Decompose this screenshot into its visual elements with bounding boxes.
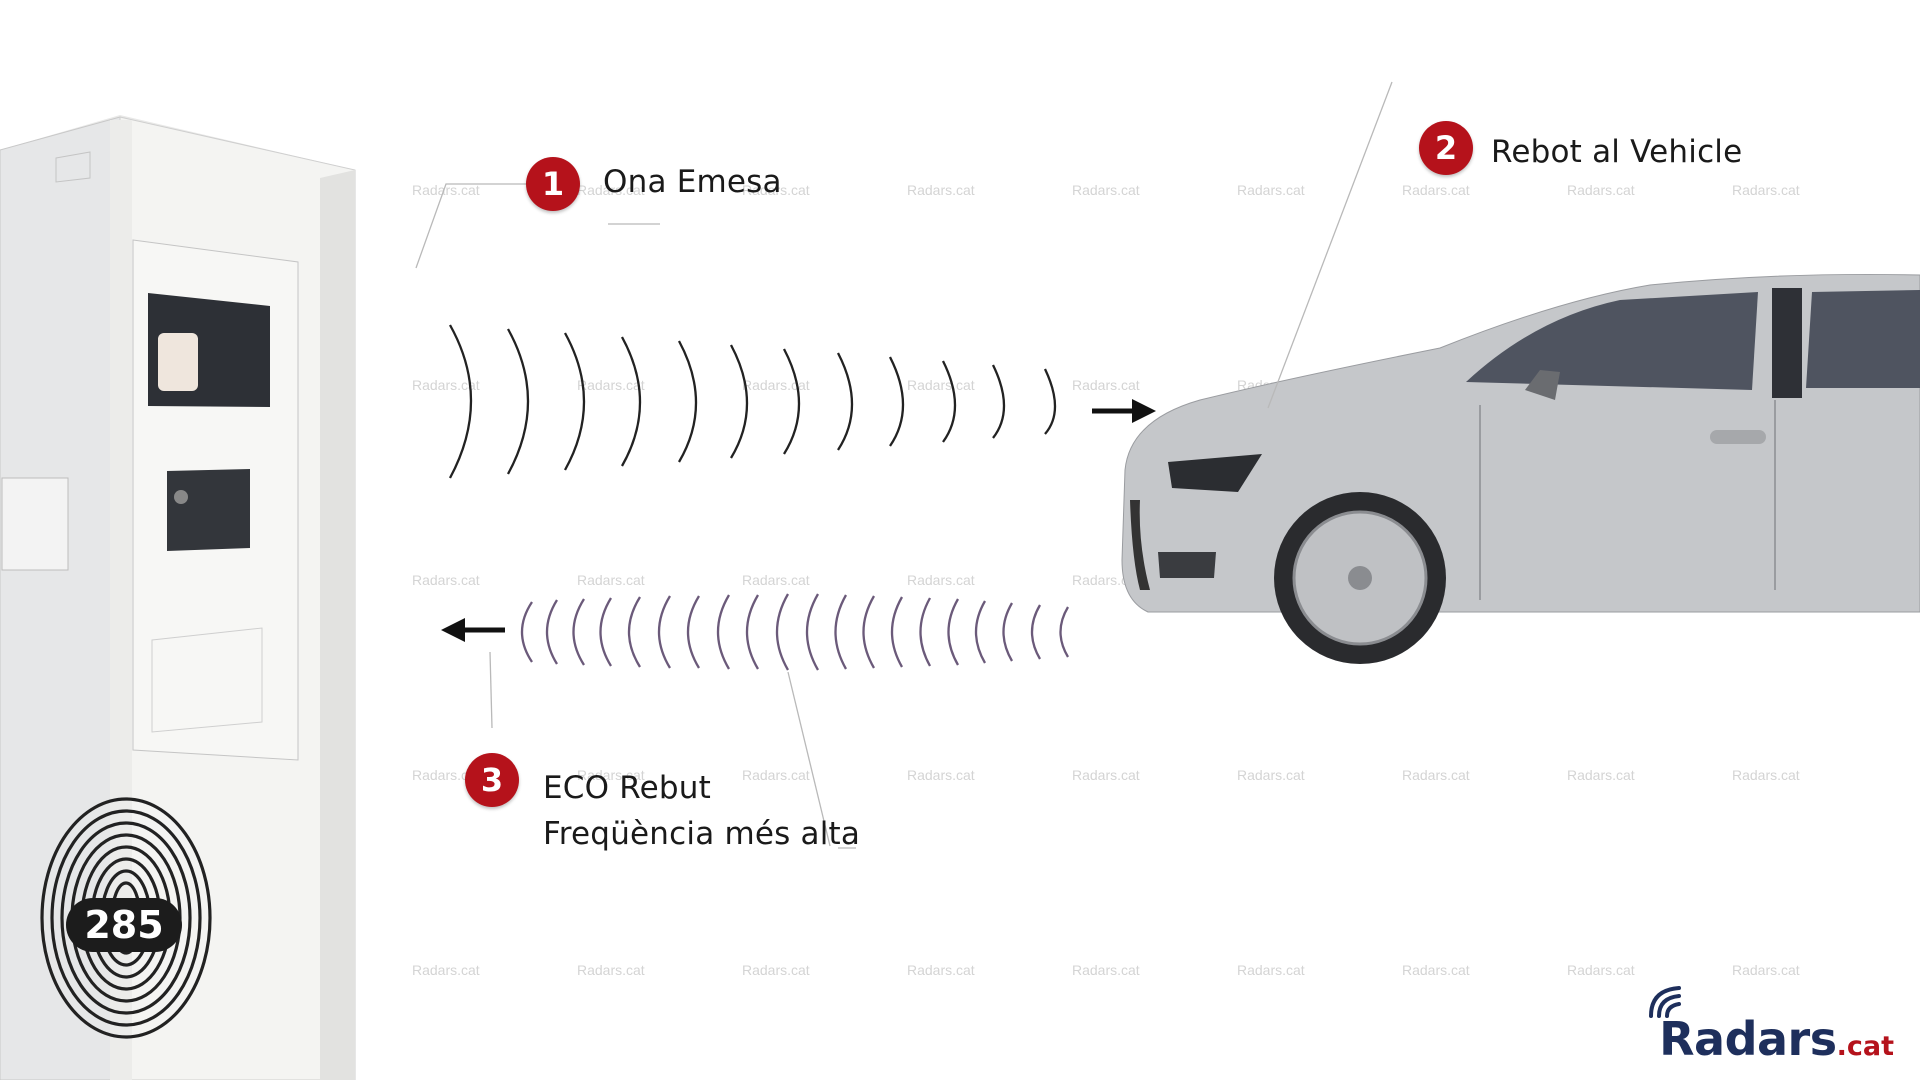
leader-lines <box>415 81 1393 849</box>
step-1-title: Ona Emesa <box>603 164 782 200</box>
emitted-wave-arc <box>506 328 530 475</box>
step-3-title: ECO Rebut <box>543 770 711 806</box>
emitted-wave-arc <box>563 332 586 471</box>
watermark-text: Radars.cat <box>742 182 810 198</box>
watermark-text: Radars.cat <box>412 377 480 393</box>
watermark-text: Radars.cat <box>412 767 480 783</box>
echo-wave-arc <box>599 597 612 667</box>
watermark-text: Radars.cat <box>907 767 975 783</box>
watermark-text: Radars.cat <box>907 377 975 393</box>
watermark-text: Radars.cat <box>577 767 645 783</box>
echo-wave-arc <box>545 599 558 665</box>
watermark-text: Radars.cat <box>742 572 810 588</box>
echo-wave-arc <box>1030 604 1041 660</box>
watermark-text: Radars.cat <box>1237 182 1305 198</box>
step-1-badge: 1 <box>526 157 580 211</box>
echo-wave <box>520 593 1069 671</box>
echo-wave-arc <box>974 600 986 664</box>
watermark-text: Radars.cat <box>412 962 480 978</box>
watermark-text: Radars.cat <box>1072 182 1140 198</box>
emitted-wave-arc <box>941 360 957 443</box>
step-2-title: Rebot al Vehicle <box>1491 134 1743 170</box>
watermark-text: Radars.cat <box>742 377 810 393</box>
echo-wave-arc <box>686 595 700 669</box>
watermark-text: Radars.cat <box>1072 962 1140 978</box>
echo-wave-arc <box>627 596 641 668</box>
step-3-subtitle: Freqüència més alta <box>543 816 861 852</box>
emitted-wave <box>448 324 1057 479</box>
echo-wave-arc <box>805 593 819 671</box>
watermark-text: Radars.cat <box>742 767 810 783</box>
watermark-text: Radars.cat <box>1402 767 1470 783</box>
echo-wave-arc <box>572 598 585 666</box>
step-2-badge: 2 <box>1419 121 1473 175</box>
watermark-text: Radars.cat <box>577 182 645 198</box>
watermark-text: Radars.cat <box>1402 182 1470 198</box>
watermark-text: Radars.cat <box>412 572 480 588</box>
emitted-wave-arc <box>677 340 698 463</box>
echo-wave-arc <box>745 594 759 670</box>
echo-wave-arc <box>520 601 533 663</box>
watermark-text: Radars.cat <box>907 962 975 978</box>
watermark-text: Radars.cat <box>742 962 810 978</box>
emitted-wave-arc <box>729 344 749 459</box>
emitted-wave-arc <box>1043 368 1057 435</box>
watermark-text: Radars.cat <box>1732 182 1800 198</box>
watermark-text: Radars.cat <box>577 572 645 588</box>
emitted-wave-arc <box>888 356 905 447</box>
watermark-text: Radars.cat <box>412 182 480 198</box>
fingerprint-counter: 285 <box>66 898 182 952</box>
radars-logo: Radars .cat <box>1645 986 1894 1066</box>
arrow-left-icon <box>441 618 505 642</box>
watermark-text: Radars.cat <box>577 377 645 393</box>
emitted-wave-arc <box>782 348 801 455</box>
echo-wave-arc <box>1002 602 1013 662</box>
watermark-text: Radars.cat <box>577 962 645 978</box>
watermark-text: Radars.cat <box>1732 962 1800 978</box>
watermark-text: Radars.cat <box>1567 962 1635 978</box>
echo-wave-arc <box>716 594 730 670</box>
watermark-text: Radars.cat <box>1072 377 1140 393</box>
echo-wave-arc <box>657 595 671 669</box>
echo-wave-arc <box>947 598 959 666</box>
echo-wave-arc <box>919 597 932 667</box>
arrow-right-icon <box>1092 399 1156 423</box>
watermark-text: Radars.cat <box>1567 767 1635 783</box>
watermark-text: Radars.cat <box>907 572 975 588</box>
watermark-text: Radars.cat <box>1072 767 1140 783</box>
step-3-badge: 3 <box>465 753 519 807</box>
watermark-text: Radars.cat <box>1402 962 1470 978</box>
emitted-wave-arc <box>836 352 854 451</box>
echo-wave-arc <box>1059 606 1069 658</box>
watermark-text: Radars.cat <box>907 182 975 198</box>
echo-wave-arc <box>862 595 875 669</box>
watermark-text: Radars.cat <box>1567 182 1635 198</box>
logo-text: Radars <box>1659 1012 1837 1066</box>
emitted-wave-arc <box>991 364 1006 439</box>
car-icon <box>1121 273 1920 664</box>
echo-wave-arc <box>890 596 903 668</box>
watermark-text: Radars.cat <box>1732 767 1800 783</box>
logo-domain: .cat <box>1836 1031 1894 1062</box>
wifi-signal-icon <box>1649 986 1682 1018</box>
emitted-wave-arc <box>448 324 473 479</box>
watermark-text: Radars.cat <box>1237 962 1305 978</box>
emitted-wave-arc <box>620 336 642 467</box>
echo-wave-arc <box>834 594 848 670</box>
echo-wave-arc <box>775 593 789 671</box>
watermark-text: Radars.cat <box>1237 767 1305 783</box>
